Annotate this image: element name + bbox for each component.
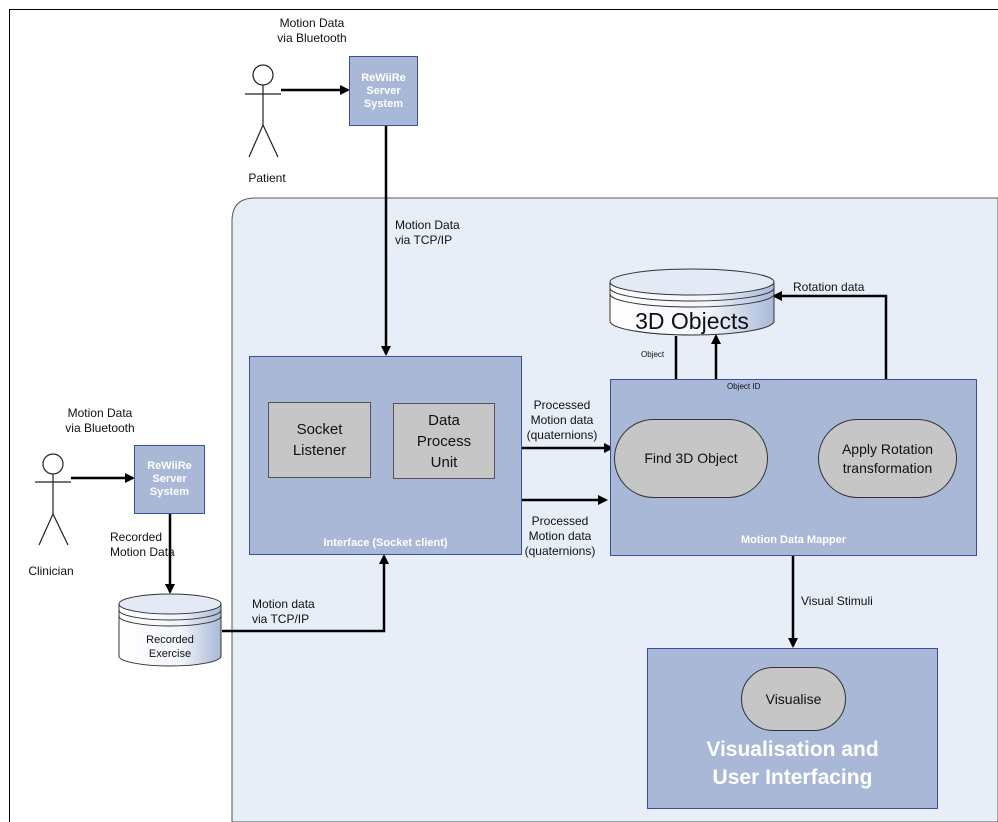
- db-3d-objects-label: 3D Objects: [635, 308, 749, 334]
- clinician-label: Clinician: [28, 564, 74, 578]
- arrow-recorded-to-interface: [222, 554, 389, 633]
- outer-frame: [9, 9, 998, 822]
- find-3d-object-node: Find 3D Object: [614, 419, 768, 498]
- visualise-node: Visualise: [741, 667, 846, 731]
- clinician-figure: [35, 453, 71, 546]
- object-id-label: Object ID: [727, 382, 761, 391]
- arrow-apply-to-db: [772, 291, 888, 418]
- bt-left-label: Motion Data via Bluetooth: [65, 406, 135, 435]
- server-left: ReWiiRe Server System: [134, 445, 205, 514]
- patient-figure: [245, 64, 281, 158]
- mapper-panel-title: Motion Data Mapper: [740, 534, 847, 546]
- bt-top-label: Motion Data via Bluetooth: [277, 16, 347, 45]
- data-process-unit-box: Data Process Unit: [393, 403, 495, 479]
- processed-label-1: Processed Motion data (quaternions): [526, 398, 598, 442]
- db-recorded-exercise: [118, 593, 222, 667]
- patient-label: Patient: [248, 171, 286, 185]
- db-3d-objects: [609, 268, 775, 336]
- tcp-top-label: Motion Data via TCP/IP: [395, 218, 460, 247]
- interface-panel-title: Interface (Socket client): [323, 537, 448, 549]
- socket-listener-box: Socket Listener: [268, 402, 371, 478]
- processed-label-2: Processed Motion data (quaternions): [524, 514, 596, 558]
- apply-rotation-node: Apply Rotation transformation: [818, 419, 957, 498]
- db-recorded-exercise-label: Recorded Exercise: [146, 634, 194, 660]
- visualisation-title: Visualisation and User Interfacing: [706, 738, 879, 789]
- rotation-data-label: Rotation data: [793, 280, 865, 294]
- server-top: ReWiiRe Server System: [349, 56, 418, 126]
- tcp-bottom-label: Motion data via TCP/IP: [252, 597, 315, 626]
- recorded-motion-label: Recorded Motion Data: [110, 530, 175, 559]
- visual-stimuli-label: Visual Stimuli: [801, 594, 873, 608]
- object-label: Object: [641, 350, 665, 359]
